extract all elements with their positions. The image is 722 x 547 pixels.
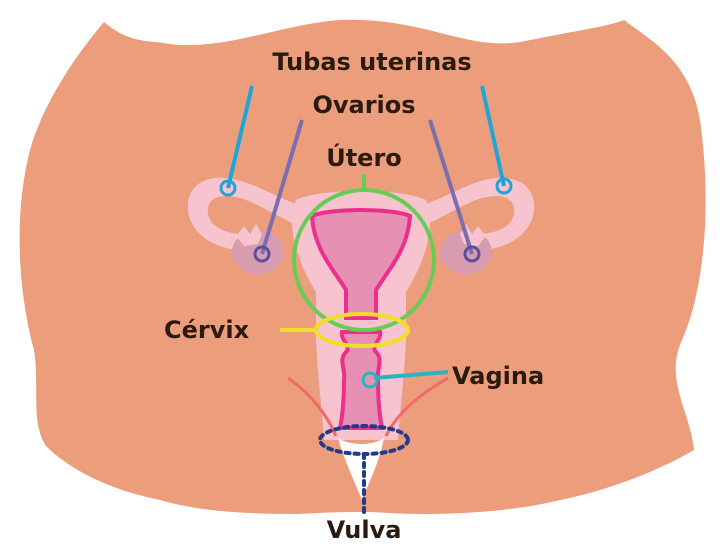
label-ovarios: Ovarios [312,91,415,119]
label-utero: Útero [326,142,402,172]
label-vulva: Vulva [327,516,402,544]
label-tubas-uterinas: Tubas uterinas [272,48,471,76]
label-cervix: Cérvix [164,316,250,344]
label-vagina: Vagina [452,362,544,390]
